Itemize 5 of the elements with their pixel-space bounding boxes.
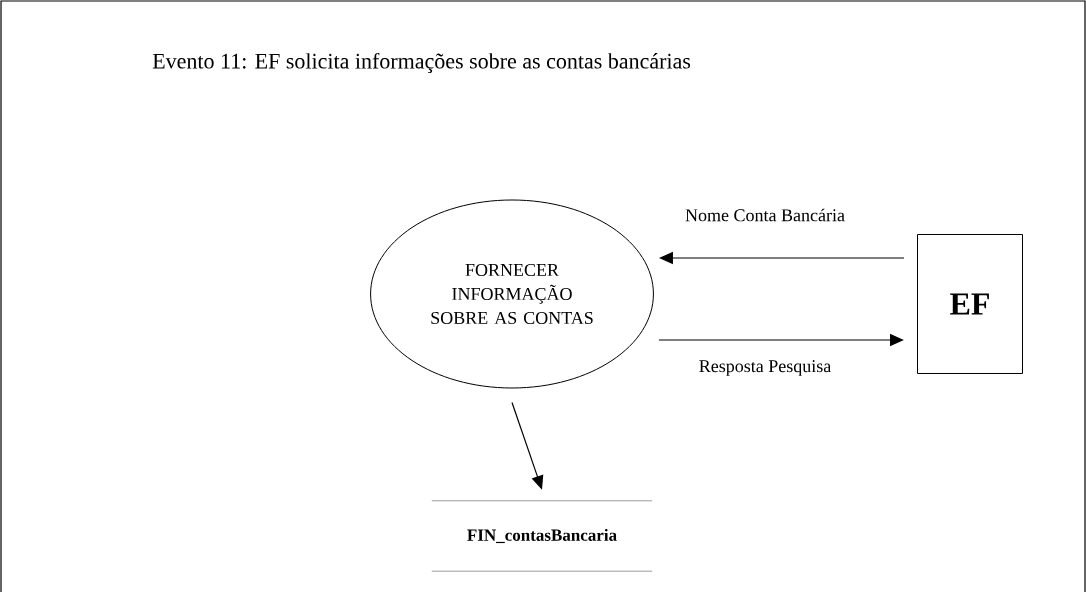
title: Evento 11: EF solicita informações sobre as contas bancárias	[152, 52, 691, 74]
entity-box: EF	[917, 234, 1023, 374]
data-store: FIN_contasBancaria	[431, 500, 653, 572]
edge-label: Resposta Pesquisa	[697, 359, 833, 377]
edge-label: Nome Conta Bancária	[684, 207, 846, 223]
